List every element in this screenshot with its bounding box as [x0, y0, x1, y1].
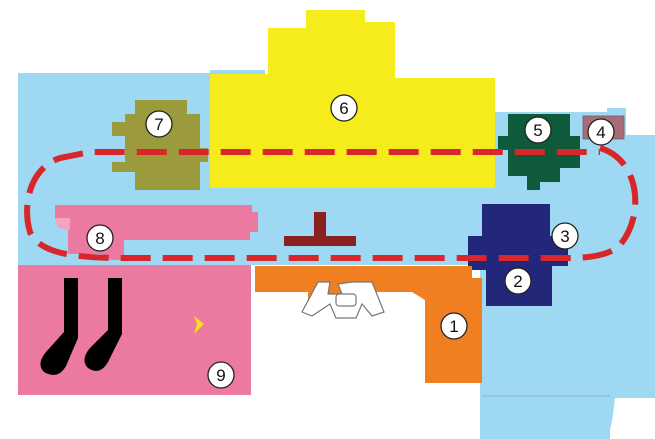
marker-8: 8 [86, 224, 114, 252]
marker-2-label: 2 [513, 272, 522, 291]
marker-4-label: 4 [596, 123, 605, 142]
marker-8-label: 8 [95, 229, 104, 248]
marker-1-label: 1 [449, 317, 458, 336]
marker-1: 1 [440, 312, 468, 340]
dark-red-marker [284, 212, 356, 246]
pink-zone-8-edge [55, 218, 70, 230]
marker-6-label: 6 [339, 99, 348, 118]
socks-icon [40, 278, 122, 375]
marker-9: 9 [207, 361, 235, 389]
blue-lower-block [482, 395, 610, 439]
olive-zone-7 [112, 100, 208, 190]
marker-7-label: 7 [154, 115, 163, 134]
marker-9-label: 9 [216, 366, 225, 385]
arrow-icon [194, 316, 204, 334]
marker-3-label: 3 [560, 227, 569, 246]
marker-5-label: 5 [533, 121, 542, 140]
marker-2: 2 [504, 267, 532, 295]
route-loop [24, 145, 639, 261]
marker-6: 6 [330, 94, 358, 122]
marker-5: 5 [524, 116, 552, 144]
marker-3: 3 [551, 222, 579, 250]
marker-7: 7 [145, 110, 173, 138]
cart-outline-icon [301, 281, 385, 319]
marker-4: 4 [587, 118, 615, 146]
